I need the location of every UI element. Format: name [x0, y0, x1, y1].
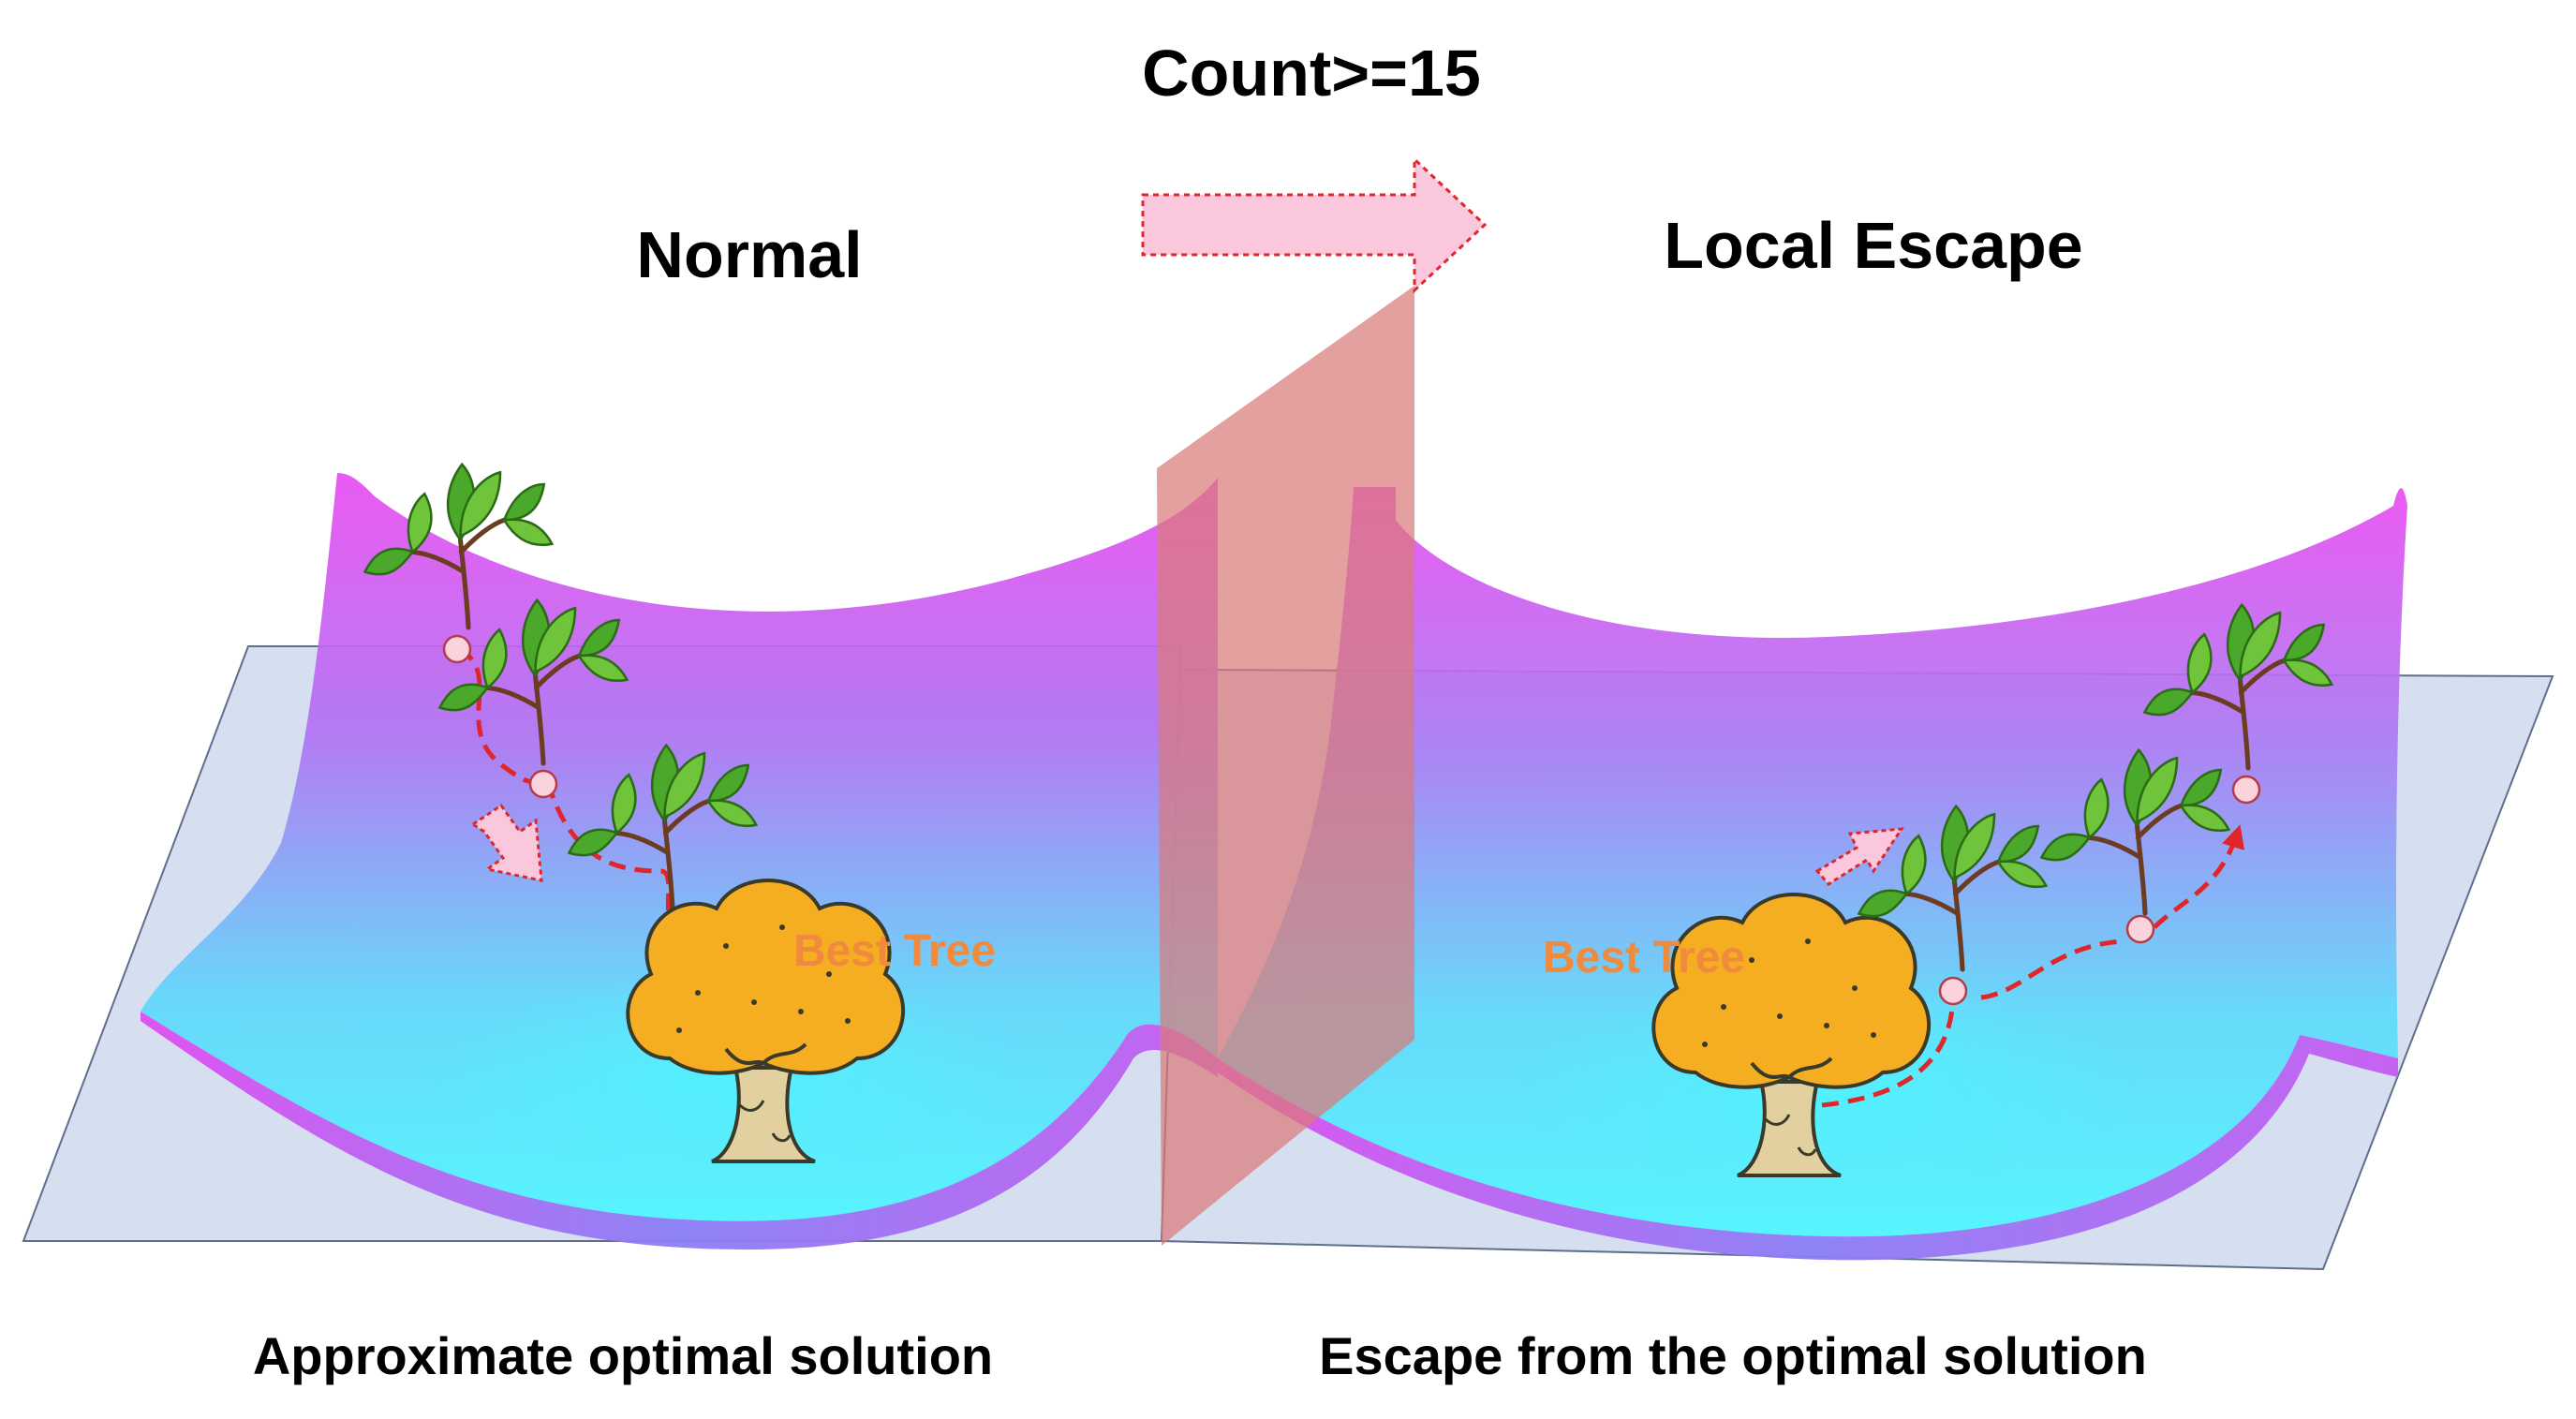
left-surface-rim — [141, 1012, 1218, 1250]
right-caption: Escape from the optimal solution — [1319, 1326, 2147, 1385]
step-node-icon — [2231, 775, 2261, 805]
divider-plane — [1157, 286, 1414, 1246]
transition-arrow-icon — [1141, 155, 1488, 294]
condition-label: Count>=15 — [1142, 37, 1481, 110]
normal-title: Normal — [636, 218, 863, 291]
left-best-tree-label: Best Tree — [792, 926, 997, 976]
local-escape-title: Local Escape — [1664, 209, 2083, 282]
step-node-icon — [442, 634, 472, 664]
right-search-path — [1821, 829, 2239, 1108]
step-node-icon — [528, 769, 558, 799]
left-direction-arrow-icon — [470, 803, 543, 882]
step-node-icon — [2125, 914, 2155, 944]
right-surface-rim — [1218, 1035, 2398, 1261]
right-direction-arrow-icon — [1814, 827, 1904, 886]
step-node-icon — [1938, 976, 1968, 1006]
left-caption: Approximate optimal solution — [252, 1326, 994, 1385]
right-best-tree-label: Best Tree — [1542, 933, 1746, 983]
